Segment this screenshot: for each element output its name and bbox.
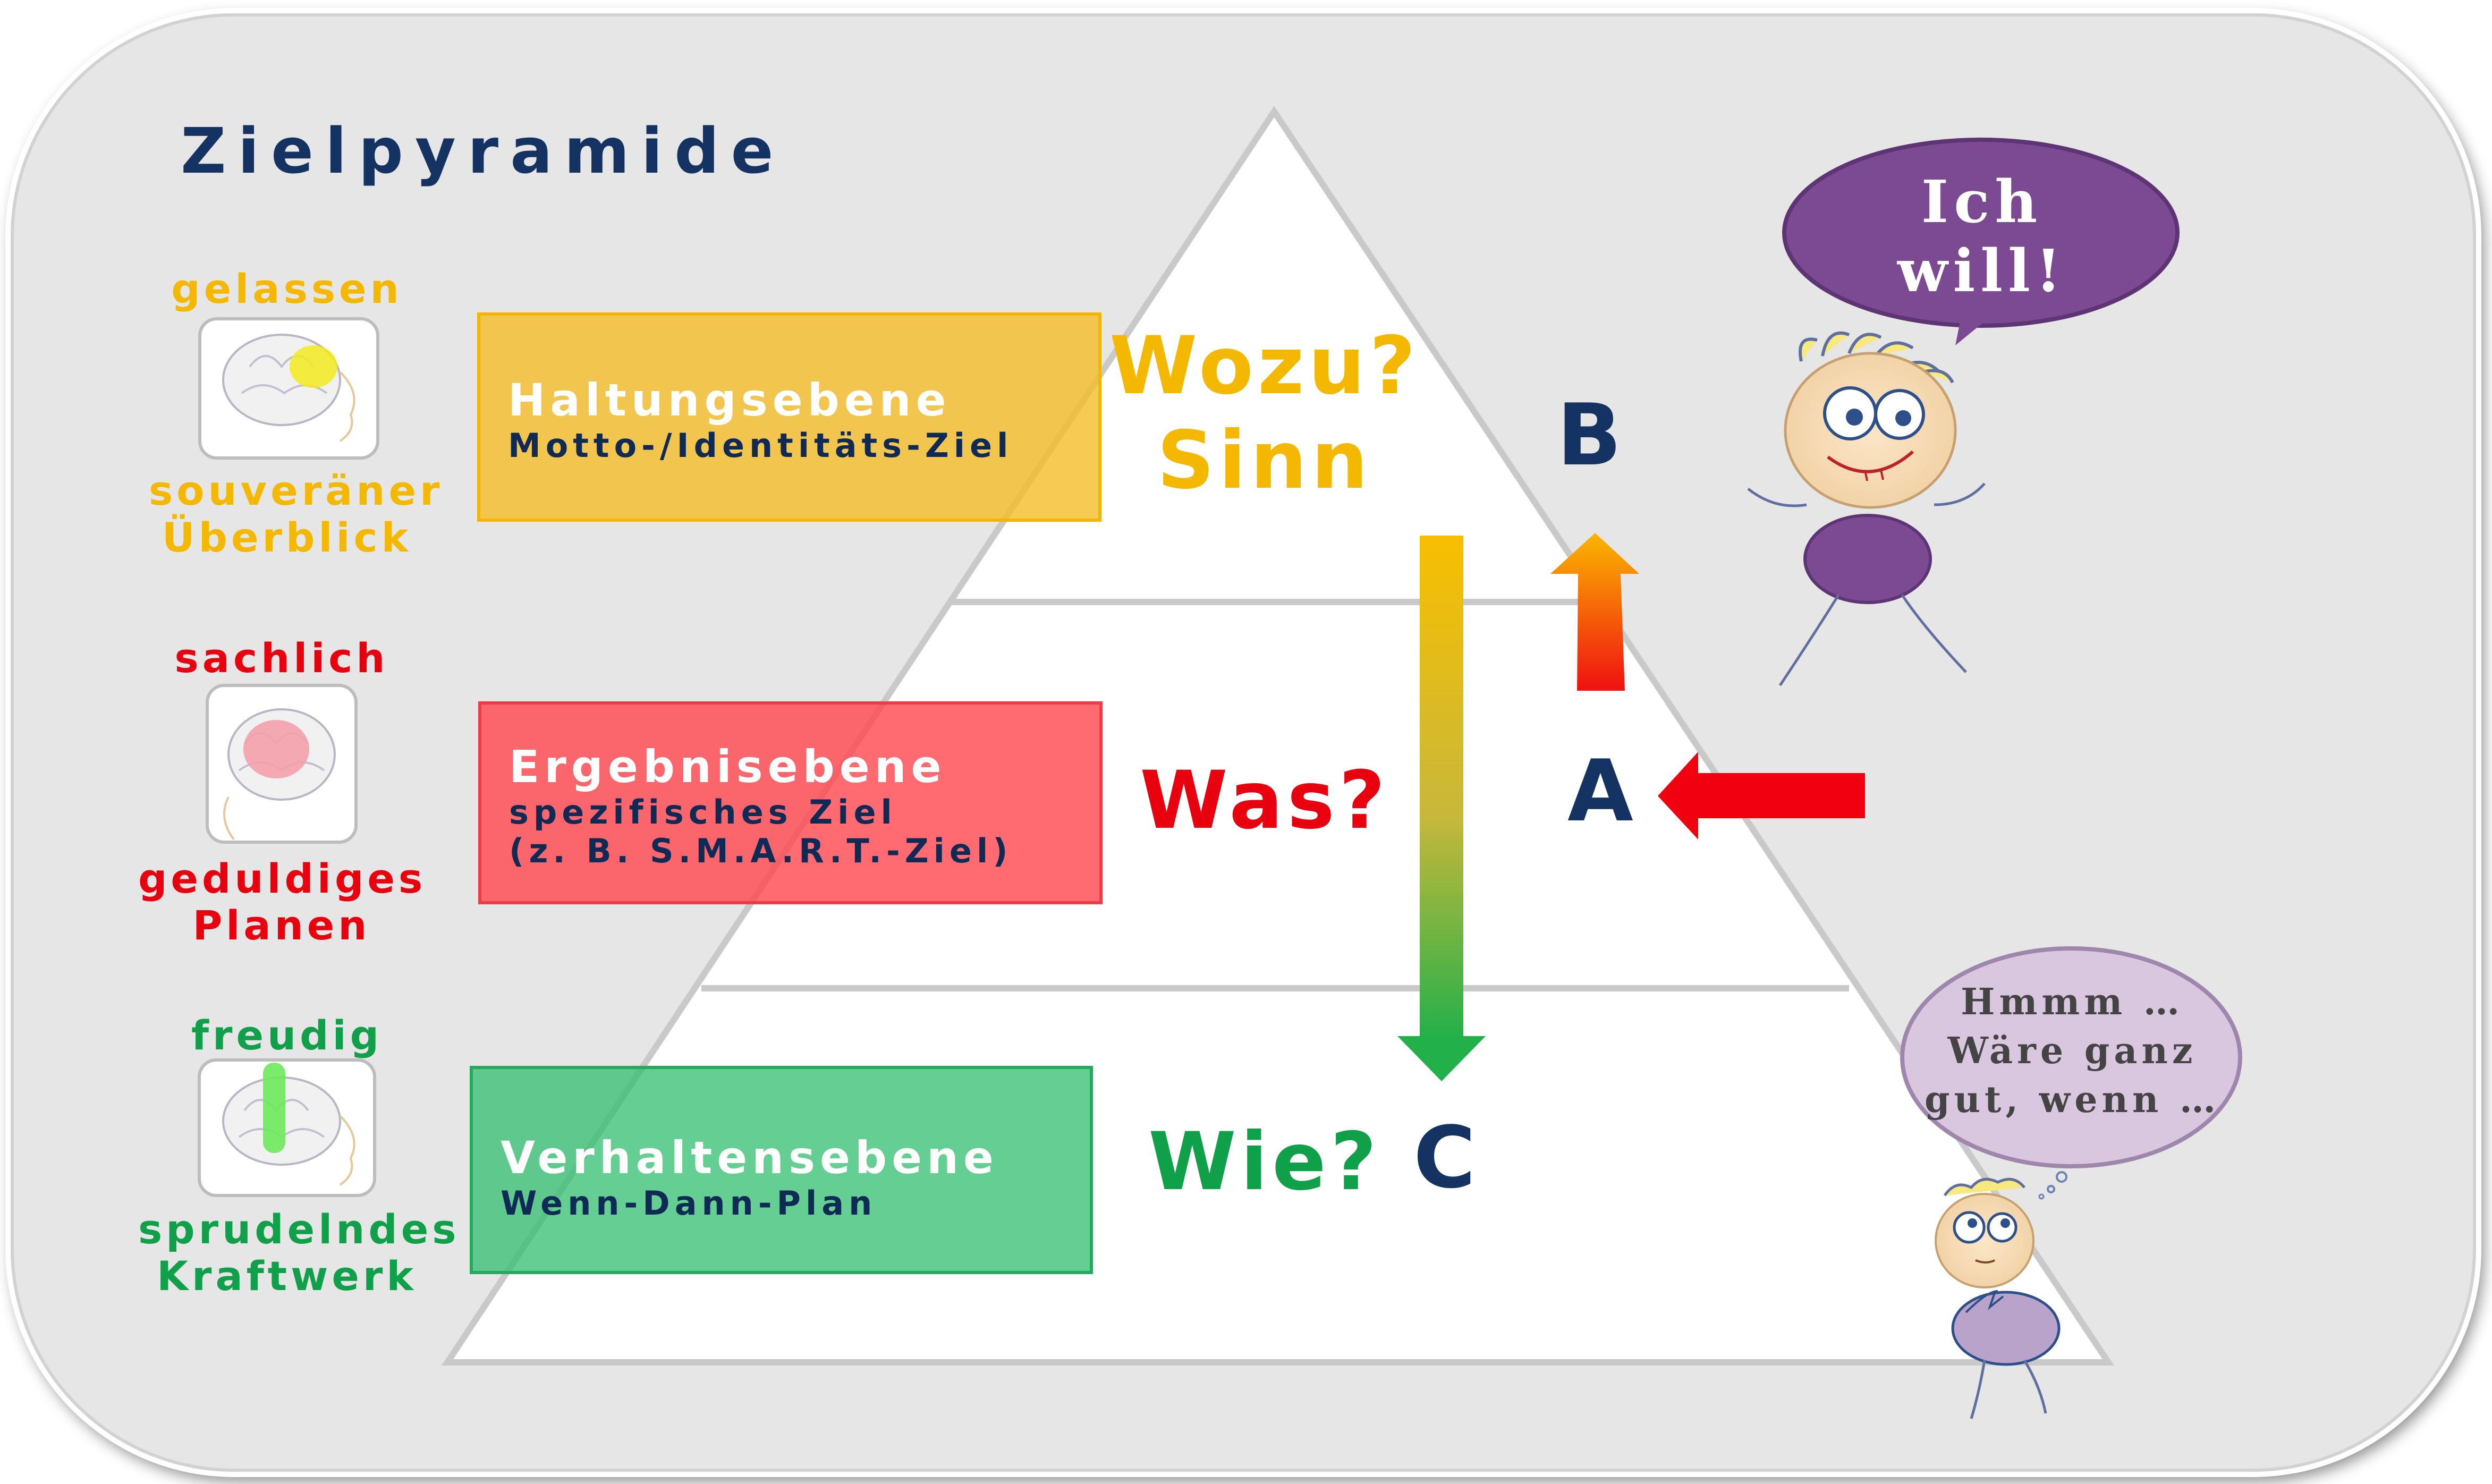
thought-bubble-bottom <box>1900 946 2242 1200</box>
marker-c: C <box>1413 1108 1476 1207</box>
level-box-result-title: Ergebnisebene <box>509 741 946 793</box>
level-box-result: Ergebnisebene spezifisches Ziel (z. B. S… <box>478 701 1103 904</box>
mood-caption-calm: souveräner Überblick <box>149 467 444 561</box>
speech-bubble-line-1: Ich <box>1921 167 2043 236</box>
level-box-attitude-subtitle: Motto-/Identitäts-Ziel <box>508 426 1013 465</box>
down-arrow-icon <box>1397 536 1486 1081</box>
mood-caption-calm-line-1: souveräner <box>149 467 444 514</box>
level-box-attitude: Haltungsebene Motto-/Identitäts-Ziel <box>477 312 1101 522</box>
mood-caption-joyful-line-1: sprudelndes <box>138 1206 460 1253</box>
up-arrow-icon <box>1550 533 1639 691</box>
thinking-character-illustration <box>1935 1177 2061 1419</box>
mood-label-calm: gelassen <box>171 265 403 312</box>
level-box-result-subtitle-1: spezifisches Ziel <box>509 793 897 832</box>
excited-character-illustration <box>1747 331 1986 686</box>
question-why-line-2: Sinn <box>1157 414 1372 507</box>
level-box-behavior: Verhaltensebene Wenn-Dann-Plan <box>470 1066 1093 1274</box>
thought-bubble-line-1: Hmmm … <box>1961 981 2184 1023</box>
mood-caption-joyful-line-2: Kraftwerk <box>157 1252 417 1300</box>
question-why-line-1: Wozu? <box>1109 320 1420 412</box>
thought-bubble-text: Hmmm … Wäre ganz gut, wenn … <box>1913 978 2232 1124</box>
level-box-behavior-title: Verhaltensebene <box>501 1132 998 1184</box>
marker-b: B <box>1557 385 1622 485</box>
level-box-result-subtitle-2: (z. B. S.M.A.R.T.-Ziel) <box>509 832 1013 870</box>
thought-bubble-line-3: gut, wenn … <box>1924 1079 2220 1121</box>
speech-bubble-text: Ich will! <box>1823 167 2141 306</box>
thought-bubble-line-2: Wäre ganz <box>1947 1030 2197 1072</box>
level-box-behavior-subtitle: Wenn-Dann-Plan <box>501 1184 877 1223</box>
mood-caption-factual: geduldiges Planen <box>138 855 425 949</box>
question-how: Wie? <box>1148 1116 1381 1208</box>
speech-bubble-top <box>1782 138 2180 345</box>
speech-bubble-line-2: will! <box>1897 236 2067 305</box>
mood-caption-joyful: sprudelndes Kraftwerk <box>138 1206 460 1300</box>
brain-icon-joyful <box>198 1058 376 1197</box>
mood-caption-factual-line-1: geduldiges <box>138 855 427 902</box>
page-title: Zielpyramide <box>181 114 785 188</box>
marker-a: A <box>1567 741 1633 841</box>
mood-caption-factual-line-2: Planen <box>192 902 371 949</box>
left-arrow-icon <box>1658 752 1865 839</box>
level-box-attitude-title: Haltungsebene <box>508 374 951 426</box>
brain-icon-calm <box>198 317 379 460</box>
mood-label-factual: sachlich <box>174 634 389 682</box>
question-what: Was? <box>1140 754 1389 847</box>
mood-caption-calm-line-2: Überblick <box>162 514 412 561</box>
question-why: Wozu? Sinn <box>1105 319 1424 508</box>
mood-label-joyful: freudig <box>191 1012 383 1059</box>
brain-icon-factual <box>206 684 358 844</box>
